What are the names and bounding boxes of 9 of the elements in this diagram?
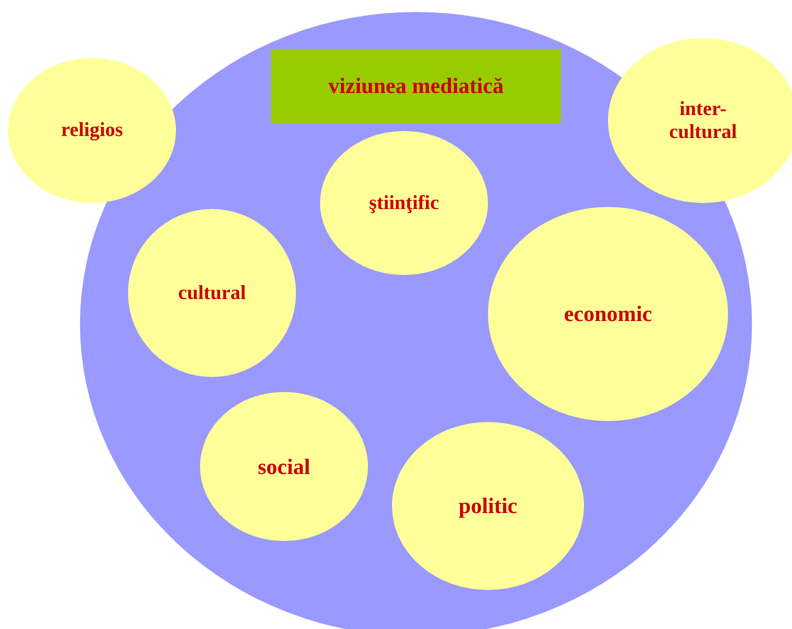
topic-label: ştiinţific: [369, 192, 439, 214]
title-box: [271, 49, 561, 123]
topic-label: politic: [458, 493, 518, 519]
topic-label: cultural: [178, 282, 246, 304]
topic-label: religios: [61, 119, 123, 142]
topic-label: viziunea mediatică: [328, 73, 504, 99]
topic-label: inter- cultural: [668, 98, 738, 144]
topic-label: economic: [564, 301, 652, 327]
topic-label: social: [258, 454, 310, 480]
